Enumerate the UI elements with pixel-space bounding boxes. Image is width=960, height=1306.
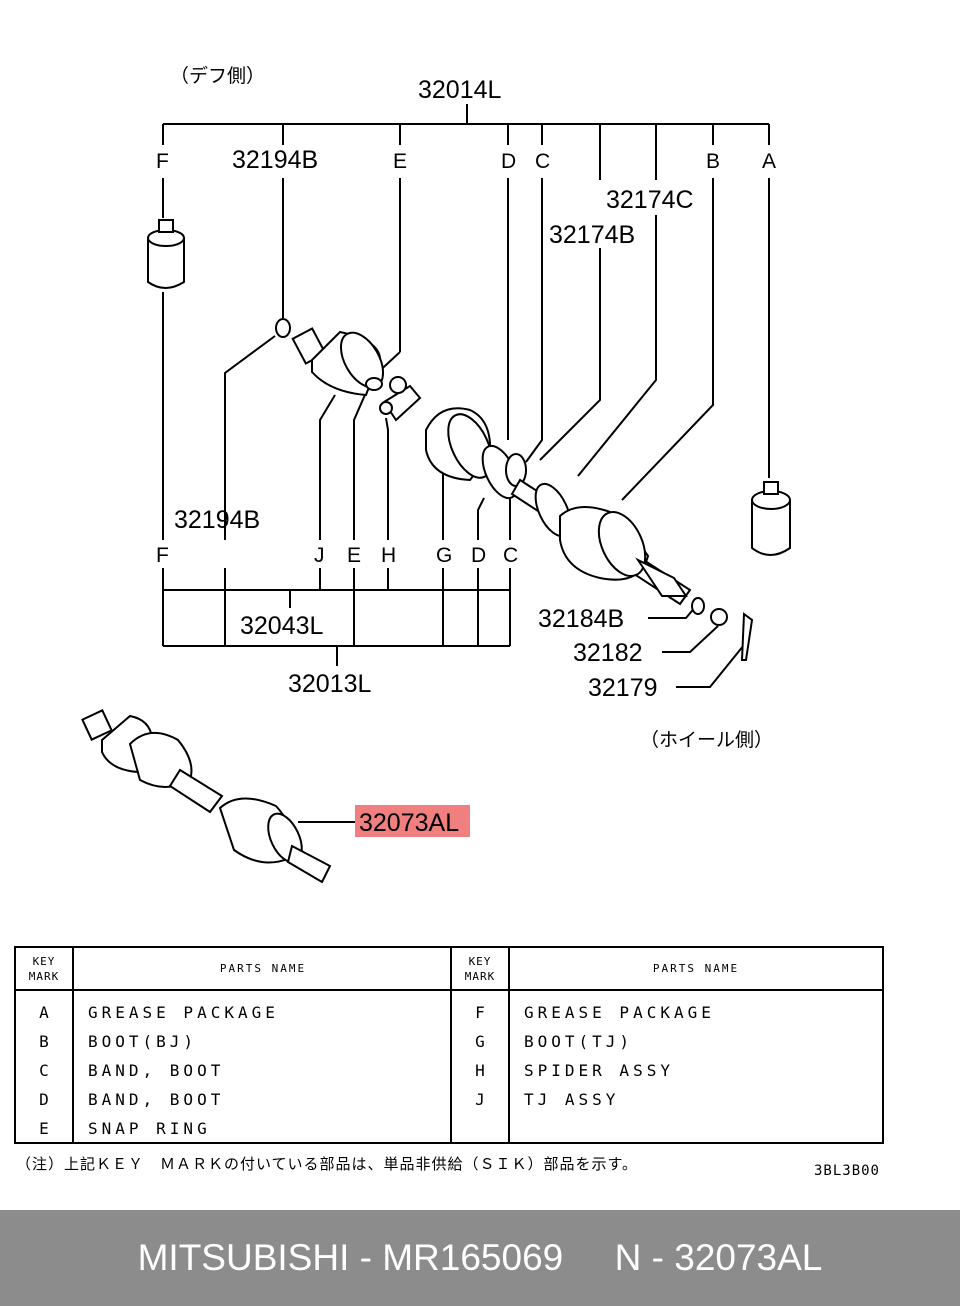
side-wheel-label: （ホイール側） — [640, 729, 773, 751]
key-mark-top-b: B — [706, 150, 720, 173]
name-cell: BOOT(BJ) — [88, 1032, 198, 1051]
grease-package-a-icon — [751, 481, 791, 556]
part-number-ring-top: 32194B — [232, 146, 318, 174]
key-mark-bottom-e: E — [347, 544, 361, 567]
key-cell: H — [475, 1061, 485, 1080]
parts-name-header: PARTS NAME — [219, 962, 307, 975]
key-cell: F — [475, 1003, 485, 1022]
column-divider — [72, 948, 74, 1142]
key-cell: E — [39, 1119, 49, 1138]
key-mark-bottom-h: H — [381, 544, 396, 567]
key-header-line2: MARK — [28, 969, 60, 983]
part-number-inner-assy: 32013L — [288, 670, 372, 698]
part-number-tj-assy: 32043L — [240, 612, 324, 640]
diagram-code: 3BL3B00 — [813, 1163, 880, 1179]
footnote: （注）上記ＫＥＹ ＭＡＲＫの付いている部品は、単品非供給（ＳＩＫ）部品を示す。 — [16, 1155, 639, 1173]
part-number-ring-left: 32194B — [174, 506, 260, 534]
column-divider — [508, 948, 510, 1142]
key-mark-top-a: A — [762, 150, 776, 173]
drive-shaft-assembly-drawing — [81, 709, 332, 884]
table-row: C BAND, BOOT — [16, 1056, 452, 1085]
name-cell: GREASE PACKAGE — [88, 1003, 279, 1022]
key-mark-bottom-d: D — [471, 544, 486, 567]
part-number-pin: 32179 — [588, 674, 658, 702]
table-row: B BOOT(BJ) — [16, 1027, 452, 1056]
highlight-box — [355, 805, 470, 837]
key-cell: C — [39, 1061, 49, 1080]
name-cell: BAND, BOOT — [88, 1061, 225, 1080]
table-row: F GREASE PACKAGE — [452, 998, 882, 1027]
exploded-parts-diagram: （デフ側） （ホイール側） 32014L 32194B 32174C 32174… — [81, 65, 791, 884]
name-cell: SNAP RING — [88, 1119, 211, 1138]
name-cell: SPIDER ASSY — [524, 1061, 674, 1080]
side-diff-label: （デフ側） — [170, 65, 265, 87]
name-cell: GREASE PACKAGE — [524, 1003, 715, 1022]
key-cell: J — [475, 1090, 485, 1109]
table-row: E SNAP RING — [16, 1114, 452, 1143]
parts-name-header: PARTS NAME — [652, 962, 740, 975]
part-number-nut: 32182 — [573, 639, 643, 667]
part-number-washer: 32184B — [538, 605, 624, 633]
key-header-line2: MARK — [464, 969, 496, 983]
table-row: G BOOT(TJ) — [452, 1027, 882, 1056]
key-mark-bottom-j: J — [314, 544, 325, 567]
table-row: A GREASE PACKAGE — [16, 998, 452, 1027]
key-header-line1: KEY — [468, 954, 492, 968]
key-mark-top-c: C — [535, 150, 550, 173]
key-mark-top-d: D — [501, 150, 516, 173]
part-number-highlight: 32073AL — [359, 809, 459, 837]
grease-package-f-icon — [147, 219, 185, 289]
key-cell: G — [475, 1032, 485, 1051]
key-cell: A — [39, 1003, 49, 1022]
key-cell: B — [39, 1032, 49, 1051]
part-number-band-d: 32174B — [549, 221, 635, 249]
drive-shaft-exploded-drawing — [275, 318, 754, 661]
name-cell: TJ ASSY — [524, 1090, 620, 1109]
key-mark-top-f: F — [156, 150, 169, 173]
part-footer-banner: MITSUBISHI - MR165069 N - 32073AL — [0, 1210, 960, 1306]
key-mark-top-e: E — [393, 150, 407, 173]
key-mark-bottom-f: F — [156, 544, 169, 567]
table-center-divider — [450, 948, 452, 1142]
key-mark-bottom-g: G — [436, 544, 452, 567]
key-header-line1: KEY — [32, 954, 56, 968]
table-row: H SPIDER ASSY — [452, 1056, 882, 1085]
name-cell: BOOT(TJ) — [524, 1032, 634, 1051]
key-mark-bottom-c: C — [503, 544, 518, 567]
table-row: J TJ ASSY — [452, 1085, 882, 1114]
name-cell: BAND, BOOT — [88, 1090, 225, 1109]
part-number-assy-top: 32014L — [418, 76, 502, 104]
part-number-band-c: 32174C — [606, 186, 694, 214]
table-row: D BAND, BOOT — [16, 1085, 452, 1114]
key-cell: D — [39, 1090, 49, 1109]
